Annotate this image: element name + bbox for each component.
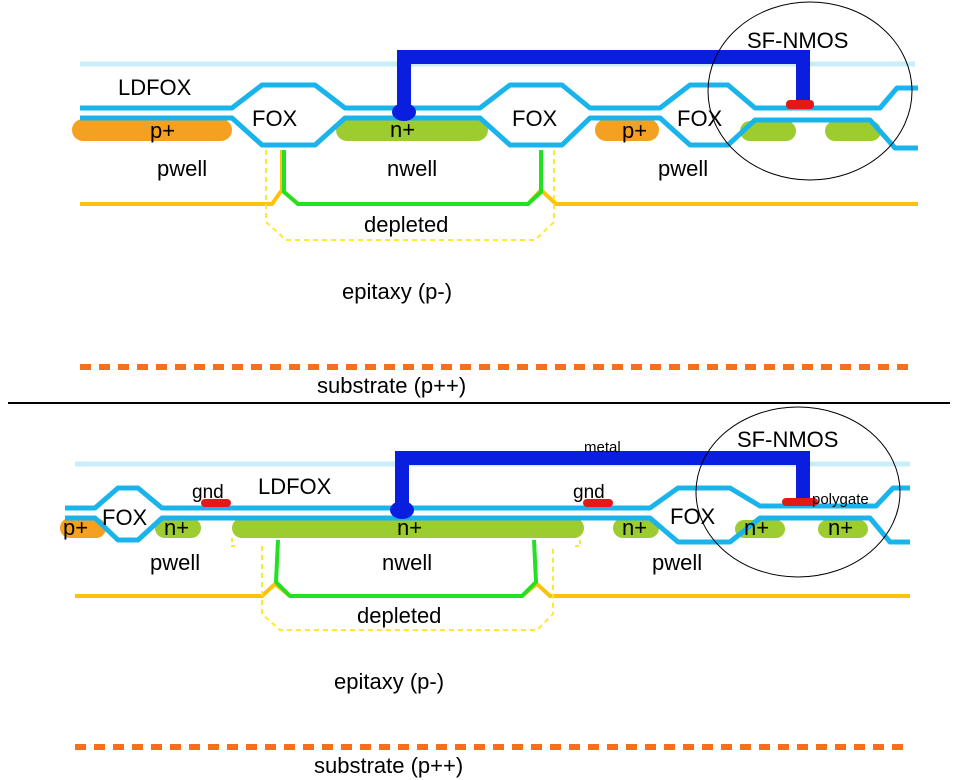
bottom-n-plus-label-1: n+ bbox=[164, 515, 189, 540]
bottom-nwell-dashed-outline bbox=[231, 538, 581, 547]
bottom-gnd-gate-left bbox=[201, 499, 231, 507]
top-depleted-label: depleted bbox=[364, 212, 448, 237]
bottom-depletion-dashed bbox=[261, 546, 554, 631]
top-oxide-lower-line bbox=[80, 115, 918, 151]
bottom-nwell-label: nwell bbox=[382, 550, 432, 575]
bottom-metal-contact bbox=[390, 501, 414, 519]
top-sf-nmos-circle bbox=[707, 1, 913, 181]
bottom-gnd-right-label: gnd bbox=[573, 482, 605, 503]
bottom-pwell-left-label: pwell bbox=[150, 550, 200, 575]
top-p-plus-label-1: p+ bbox=[150, 118, 175, 143]
bottom-gnd-left-label: gnd bbox=[192, 482, 224, 503]
top-polygate bbox=[786, 100, 814, 109]
top-metal-contact bbox=[392, 103, 416, 121]
bottom-oxide-upper-line bbox=[65, 485, 910, 511]
top-pwell-left-label: pwell bbox=[157, 156, 207, 181]
bottom-n-plus-label-4: n+ bbox=[744, 515, 769, 540]
top-oxide-upper-line bbox=[80, 82, 918, 111]
bottom-n-plus-region-1 bbox=[155, 518, 201, 538]
bottom-nwell-shallow-n-plus bbox=[232, 518, 584, 538]
top-n-plus-region bbox=[336, 119, 488, 141]
top-ldfox-label: LDFOX bbox=[118, 75, 192, 100]
bottom-epitaxy-label: epitaxy (p-) bbox=[334, 669, 444, 694]
bottom-sf-nmos-label: SF-NMOS bbox=[737, 427, 838, 452]
bottom-sf-nmos-circle bbox=[695, 406, 901, 578]
bottom-ldfox-label: LDFOX bbox=[258, 474, 332, 499]
bottom-gnd-gate-right bbox=[583, 499, 613, 507]
bottom-pwell-right-label: pwell bbox=[652, 550, 702, 575]
top-pwell-right-label: pwell bbox=[658, 156, 708, 181]
bottom-cross-section: metal SF-NMOS LDFOX gnd gnd polygate p+ … bbox=[60, 406, 910, 778]
bottom-n-plus-label-3: n+ bbox=[622, 515, 647, 540]
bottom-p-plus-label: p+ bbox=[63, 515, 88, 540]
bottom-n-plus-region-5 bbox=[818, 520, 868, 538]
bottom-n-plus-region-4 bbox=[735, 520, 785, 538]
bottom-substrate-label: substrate (p++) bbox=[314, 753, 463, 778]
bottom-n-plus-region-3 bbox=[613, 518, 659, 538]
bottom-fox-label-1: FOX bbox=[102, 505, 148, 530]
top-p-plus-label-2: p+ bbox=[622, 118, 647, 143]
bottom-depletion-edge bbox=[273, 539, 539, 598]
bottom-fox-label-2: FOX bbox=[670, 504, 716, 529]
top-cross-section: LDFOX SF-NMOS FOX FOX FOX p+ n+ p+ pwell… bbox=[72, 1, 918, 398]
top-p-plus-left-region bbox=[72, 119, 232, 141]
bottom-polygate bbox=[782, 498, 818, 506]
top-p-plus-right-region bbox=[595, 119, 659, 141]
top-n-plus-sf-2 bbox=[825, 121, 881, 141]
top-nwell-label: nwell bbox=[387, 156, 437, 181]
top-fox-label-1: FOX bbox=[252, 106, 298, 131]
top-fox-label-2: FOX bbox=[512, 106, 558, 131]
bottom-n-plus-center-label: n+ bbox=[397, 515, 422, 540]
top-metal-line bbox=[397, 50, 810, 110]
top-n-plus-sf-1 bbox=[740, 121, 796, 141]
top-epitaxy-label: epitaxy (p-) bbox=[342, 279, 452, 304]
bottom-metal-line bbox=[395, 451, 810, 508]
top-depletion-edge bbox=[282, 150, 543, 206]
top-n-plus-label: n+ bbox=[390, 117, 415, 142]
bottom-polygate-label: polygate bbox=[812, 491, 869, 508]
bottom-depleted-label: depleted bbox=[357, 603, 441, 628]
bottom-n-plus-label-5: n+ bbox=[828, 515, 853, 540]
bottom-p-plus-region bbox=[60, 518, 106, 538]
top-substrate-label: substrate (p++) bbox=[317, 373, 466, 398]
bottom-metal-label: metal bbox=[584, 439, 621, 456]
top-sf-nmos-label: SF-NMOS bbox=[747, 28, 848, 53]
top-fox-label-3: FOX bbox=[677, 106, 723, 131]
bottom-oxide-lower-line bbox=[65, 515, 910, 545]
